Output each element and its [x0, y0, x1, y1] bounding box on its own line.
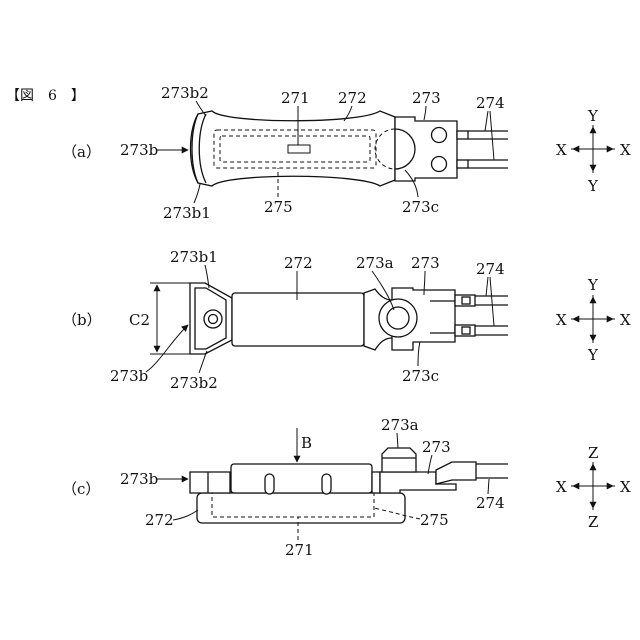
panel-a-label-273: 273: [412, 89, 441, 107]
panel-b-label-273b: 273b: [110, 367, 148, 385]
panel-c-transition: [372, 472, 380, 493]
panel-c-leader-273: [428, 455, 432, 474]
panel-c-label-271: 271: [285, 541, 314, 559]
panel-a-label-273b: 273b: [120, 141, 158, 159]
panel-a-label-275: 275: [264, 198, 293, 216]
panel-c-slot-left: [265, 474, 274, 494]
figure-title: 【図 6 】: [6, 88, 85, 104]
panel-a-wires-274: [468, 131, 508, 168]
panel-c-label-273: 273: [422, 438, 451, 456]
panel-c-end-273b: [190, 472, 230, 493]
panel-a-axis-right: X: [620, 141, 631, 159]
panel-a-body-272: [192, 111, 395, 186]
panel-b-label-273b2: 273b2: [170, 374, 218, 392]
panel-b-label-273: 273: [411, 254, 440, 272]
panel-c-label-273b: 273b: [120, 470, 158, 488]
panel-a-label-273b2: 273b2: [161, 84, 209, 102]
panel-a-tag: （a）: [62, 143, 101, 161]
panel-c-axis-bottom: Z: [588, 513, 598, 531]
panel-c-label-274: 274: [476, 494, 505, 512]
panel-a-label-272: 272: [338, 89, 367, 107]
panel-c-boss-273a: [382, 448, 416, 472]
panel-b-axis-right: X: [620, 311, 631, 329]
panel-b-tag: （b）: [62, 311, 102, 329]
panel-a-label-273c: 273c: [402, 198, 439, 216]
panel-b-axis-left: X: [556, 311, 567, 329]
panel-b: （b） C2 273b1 272 273a 273: [62, 248, 631, 392]
panel-b-wires-274: [475, 296, 508, 335]
panel-b-body-272: [232, 293, 364, 346]
panel-b-end-hole: [209, 315, 218, 324]
panel-b-label-272: 272: [284, 254, 313, 272]
panel-c-label-273a: 273a: [381, 416, 419, 434]
panel-a-leader-274: [485, 111, 494, 160]
panel-b-label-274: 274: [476, 260, 505, 278]
panel-b-wire-clip-1: [462, 297, 470, 304]
panel-a-wire-stub-2: [457, 160, 468, 168]
panel-a-hole-lower: [432, 157, 447, 172]
panel-b-dim-ext: [150, 283, 190, 354]
panel-c-label-B: B: [301, 434, 312, 452]
panel-c-axis-left: X: [556, 478, 567, 496]
panel-a-label-271: 271: [281, 89, 310, 107]
panel-a-axis-bottom: Y: [587, 177, 599, 195]
panel-c-label-275: 275: [420, 511, 449, 529]
panel-b-label-C2: C2: [129, 311, 150, 329]
panel-c-leader-273a: [397, 433, 398, 448]
panel-c: （c） 273a B 273 273b 272 275 274: [62, 416, 631, 559]
panel-a: （a） 273b2 271 272 273 274 273b 273: [62, 84, 631, 222]
panel-a-connector-273: [395, 117, 457, 181]
panel-c-tag: （c）: [62, 480, 100, 498]
panel-c-axis-top: Z: [588, 444, 598, 462]
panel-b-leader-273c: [418, 342, 420, 366]
panel-c-leader-272: [173, 510, 198, 520]
panel-c-slot-right: [322, 474, 331, 494]
panel-c-label-272: 272: [145, 511, 174, 529]
panel-b-axis-bottom: Y: [587, 346, 599, 364]
panel-b-hole-273a: [387, 307, 409, 329]
panel-a-label-274: 274: [476, 94, 505, 112]
panel-b-label-273b1: 273b1: [170, 248, 218, 266]
panel-c-axis-right: X: [620, 478, 631, 496]
panel-b-label-273a: 273a: [356, 254, 394, 272]
panel-a-axis-left: X: [556, 141, 567, 159]
panel-a-leader-273b1: [194, 184, 200, 203]
panel-b-axis-top: Y: [587, 276, 599, 294]
panel-a-hole-upper: [432, 128, 447, 143]
panel-a-axis-top: Y: [587, 107, 599, 125]
panel-a-label-273b1: 273b1: [163, 204, 211, 222]
panel-a-leader-273: [424, 106, 426, 120]
panel-c-wires-274: [476, 464, 508, 478]
panel-b-leader-274: [486, 277, 494, 326]
panel-c-leader-274: [488, 479, 489, 494]
panel-c-wire-sleeve: [436, 462, 476, 484]
panel-b-wire-clip-2: [462, 327, 470, 334]
panel-c-upper-body: [231, 464, 372, 493]
panel-b-label-273c: 273c: [402, 367, 439, 385]
panel-a-wire-stub-1: [457, 131, 468, 139]
panel-b-arrow-273b: [146, 325, 188, 372]
